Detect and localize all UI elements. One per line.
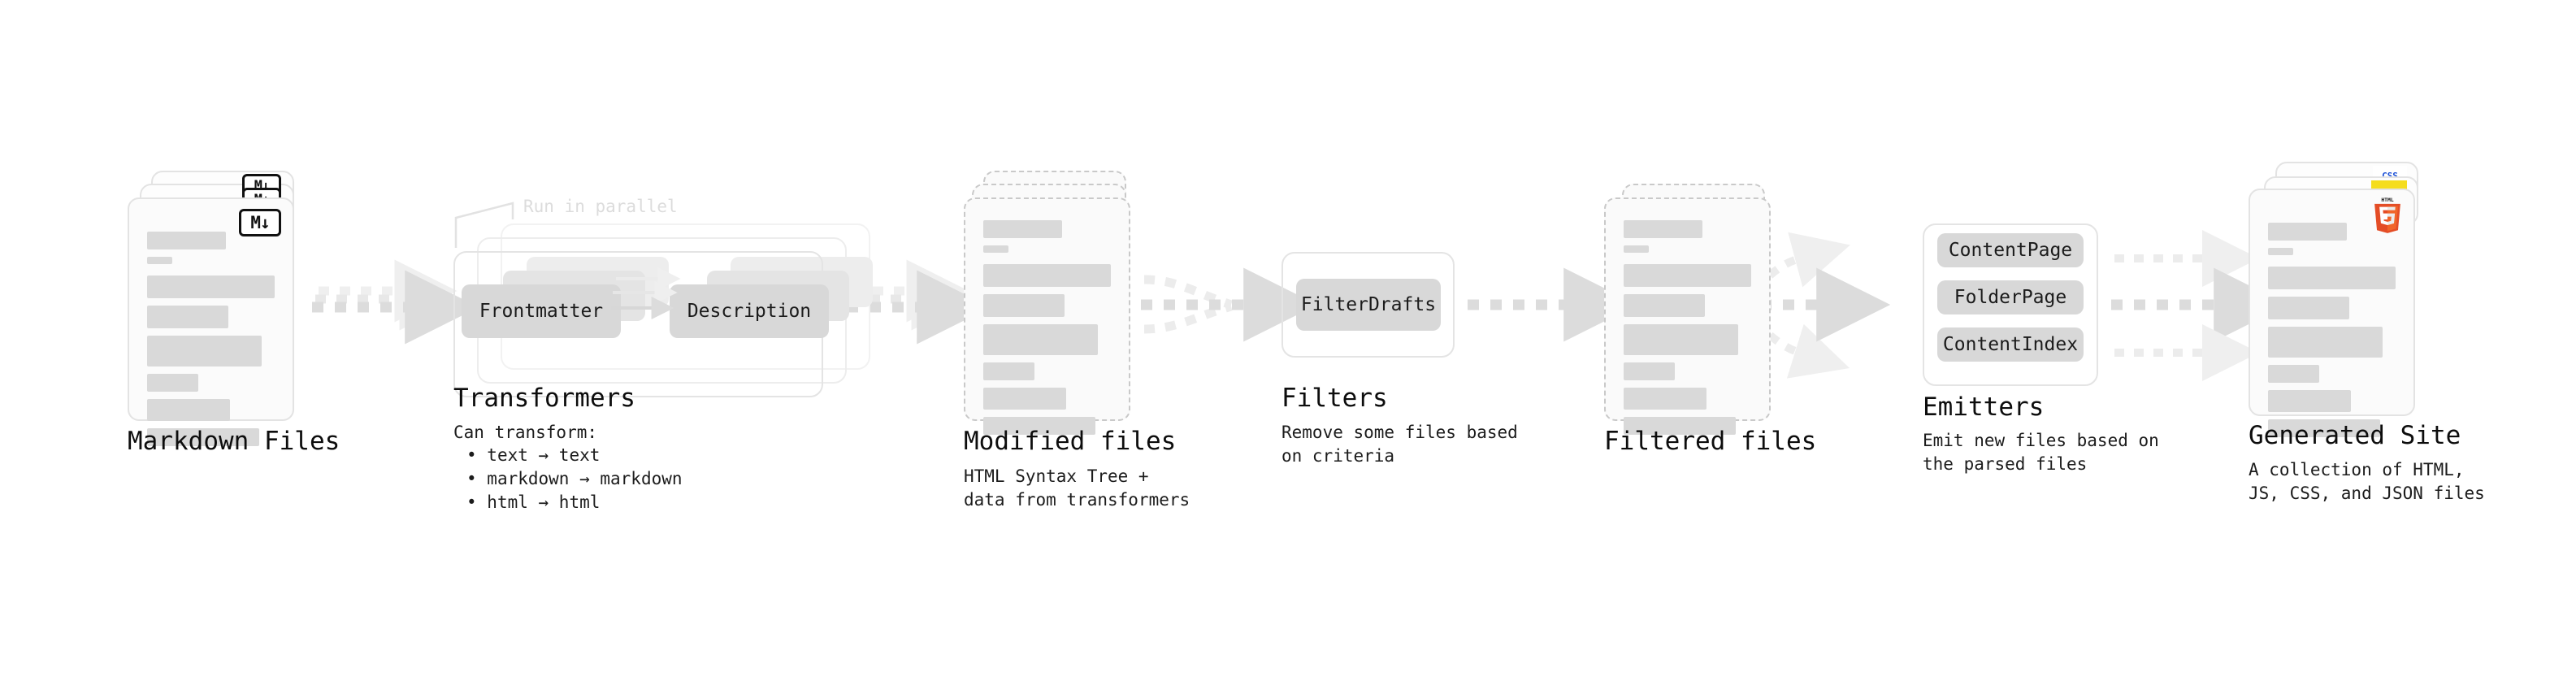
stage-title-modified-files: Modified files	[964, 427, 1177, 456]
markdown-card-front: M↓	[128, 197, 294, 446]
markdown-icon: M↓	[239, 209, 281, 236]
bullet-html: • html → html	[466, 492, 601, 512]
modified-card-lines	[983, 220, 1111, 442]
arrow-emitters-to-site	[2111, 230, 2288, 381]
site-card-lines	[2268, 223, 2396, 445]
stage-desc-filters: Remove some files based on criteria	[1281, 423, 1518, 466]
stage-desc-transformers: Can transform:	[453, 423, 598, 442]
stage-title-generated-site: Generated Site	[2249, 421, 2461, 450]
chip-contentpage[interactable]: ContentPage	[1937, 233, 2084, 267]
site-card-front: HTML	[2249, 189, 2415, 437]
filters-box	[1281, 252, 1455, 358]
arrow-markdown-to-transformers	[312, 259, 479, 345]
html5-icon: HTML	[2374, 197, 2400, 233]
emitters-box	[1923, 223, 2098, 386]
filtered-card-lines	[1624, 220, 1751, 442]
chip-description[interactable]: Description	[670, 284, 829, 338]
modified-card-front	[964, 197, 1130, 435]
run-in-parallel-label: Run in parallel	[523, 197, 678, 216]
bullet-text: • text → text	[466, 445, 601, 465]
stage-title-transformers: Transformers	[453, 384, 635, 413]
stage-desc-emitters: Emit new files based on the parsed files	[1923, 431, 2159, 474]
chip-folderpage[interactable]: FolderPage	[1937, 280, 2084, 314]
chip-contentindex[interactable]: ContentIndex	[1937, 327, 2084, 362]
filtered-card-front	[1604, 197, 1771, 435]
bullet-markdown: • markdown → markdown	[466, 468, 683, 488]
chip-filterdrafts[interactable]: FilterDrafts	[1296, 279, 1441, 331]
stage-title-filters: Filters	[1281, 384, 1388, 413]
stage-title-emitters: Emitters	[1923, 393, 2045, 422]
chip-frontmatter[interactable]: Frontmatter	[462, 284, 621, 338]
arrow-modified-to-filters	[1141, 267, 1318, 342]
markdown-card-lines	[147, 232, 275, 453]
stage-title-markdown-files: Markdown Files	[128, 427, 340, 456]
svg-text:HTML: HTML	[2381, 197, 2393, 203]
stage-title-filtered-files: Filtered files	[1604, 427, 1817, 456]
transformers-bullets: • text → text • markdown → markdown • ht…	[453, 444, 683, 514]
stage-desc-modified-files: HTML Syntax Tree + data from transformer…	[964, 466, 1190, 510]
stage-desc-generated-site: A collection of HTML, JS, CSS, and JSON …	[2249, 460, 2485, 503]
